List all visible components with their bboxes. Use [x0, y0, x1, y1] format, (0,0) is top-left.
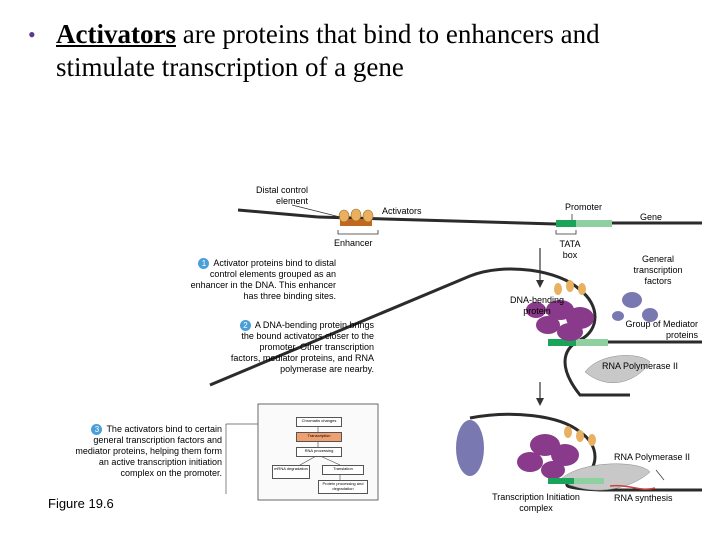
label-rna-polymerase-2: RNA Polymerase II	[613, 452, 690, 462]
label-enhancer: Enhancer	[334, 238, 373, 248]
title-line2: stimulate transcription of a gene	[56, 52, 404, 82]
step-1-badge: 1	[198, 258, 210, 269]
dna-strand-3	[469, 412, 581, 434]
arrow-1-head	[536, 280, 544, 288]
label-initiation-complex: Transcription Initiation complex	[492, 492, 580, 513]
rna-transcript	[609, 484, 656, 490]
activators-shape	[338, 208, 374, 223]
tata-box-1	[556, 220, 576, 227]
flow-mrna-degradation: mRNA degradation	[272, 465, 310, 479]
step-3-text: The activators bind to certain general t…	[75, 424, 222, 478]
label-gene: Gene	[640, 212, 663, 222]
gene-region-2	[576, 339, 608, 346]
step-3-badge: 3	[91, 424, 103, 435]
title-line1: are proteins that bind to enhancers and	[175, 19, 600, 49]
rna-polymerase-2	[559, 463, 651, 491]
label-rna-polymerase-1: RNA Polymerase II	[601, 361, 678, 371]
distal-pointer	[291, 204, 341, 218]
tata-bracket	[555, 230, 577, 235]
gene-region-1	[576, 220, 612, 227]
flow-translation: Translation	[322, 465, 364, 475]
label-tata-box: TATA box	[559, 239, 581, 260]
label-dna-bending-protein: DNA-bending protein	[509, 295, 565, 316]
label-promoter: Promoter	[565, 202, 603, 212]
figure-caption: Figure 19.6	[48, 496, 114, 511]
mediator-cluster-3	[517, 434, 579, 479]
label-distal-control-element: Distal control element	[255, 185, 308, 206]
activators-3	[564, 426, 596, 446]
slide-title: • Activators are proteins that bind to e…	[28, 18, 708, 84]
label-activators: Activators	[382, 206, 422, 216]
flow-rna-processing: RNA processing	[296, 447, 342, 457]
tata-box-2	[548, 339, 576, 346]
step-2-badge: 2	[239, 320, 251, 331]
flow-protein-processing: Protein processing and degradation	[318, 480, 368, 494]
dna-strand-1	[237, 208, 319, 219]
flow-chromatin: Chromatin changes	[296, 417, 342, 427]
gtf-large	[456, 420, 484, 476]
label-general-transcription-factors: General transcription factors	[633, 254, 683, 286]
flow-transcription: Transcription	[296, 432, 342, 442]
enhancer-region	[340, 219, 372, 226]
title-term: Activators	[56, 19, 176, 49]
mediator-cluster-2	[526, 300, 594, 341]
step-1-text: Activator proteins bind to distal contro…	[190, 258, 336, 301]
rna-polymerase-1	[584, 355, 651, 383]
bullet: •	[28, 22, 36, 47]
activators-2	[554, 280, 586, 295]
enhancer-bracket	[337, 230, 379, 235]
step-2-text: A DNA-bending protein brings the bound a…	[230, 320, 374, 374]
label-mediator-proteins: Group of Mediator proteins	[625, 319, 698, 340]
gtf-shapes	[612, 292, 658, 322]
label-rna-synthesis: RNA synthesis	[614, 493, 673, 503]
